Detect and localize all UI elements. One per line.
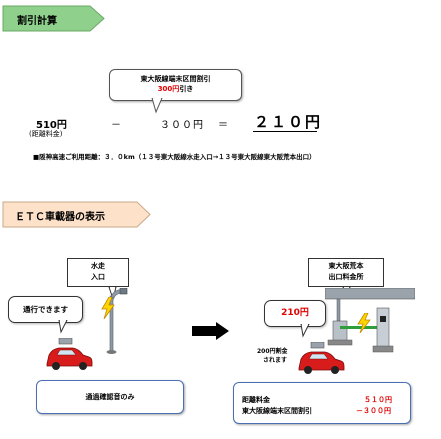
discount-note-line1: 200円割金 xyxy=(257,348,288,355)
result-value: ２１０円 xyxy=(254,113,323,131)
callout-line2: 300円引き xyxy=(110,84,241,94)
car-icon xyxy=(46,338,93,370)
distance-fee-caption: (距離料金) xyxy=(29,130,63,138)
entry-name: 水走 xyxy=(91,262,105,270)
section-header-discount-calc: 割引計算 xyxy=(2,5,105,32)
exit-fare-bubble: 210円 xyxy=(264,300,326,327)
discount-value: ３００円 xyxy=(160,120,204,131)
entry-status-text: 通行できます xyxy=(23,305,68,314)
exit-bubble-pointer xyxy=(300,324,310,338)
section-title: ＥＴＣ車載器の表示 xyxy=(15,212,105,223)
exit-fare-text: 210円 xyxy=(281,308,309,318)
antenna-pole-icon xyxy=(106,288,128,354)
section-header-etc-display: ＥＴＣ車載器の表示 xyxy=(2,201,151,228)
exit-name: 東大阪荒本 xyxy=(328,262,364,270)
entry-label-box: 水走 入口 xyxy=(67,258,129,287)
section-title: 割引計算 xyxy=(17,16,57,27)
callout-pointer xyxy=(151,98,163,114)
entry-panel-text: 通過確認音のみ xyxy=(85,393,135,401)
exit-panel-row1-value: ５１０円 xyxy=(364,396,392,404)
lightning-icon xyxy=(357,313,371,333)
distance-fee-value: 510円 xyxy=(36,120,67,131)
header-shape xyxy=(2,5,105,32)
discount-callout: 東大阪線端末区間割引 300円引き xyxy=(109,69,242,101)
discount-note-line2: されます xyxy=(263,357,288,364)
result-underline xyxy=(253,131,317,132)
callout-discount-amount: 300円 xyxy=(157,85,180,93)
callout-suffix: 引き xyxy=(179,85,194,93)
car-icon xyxy=(298,342,345,374)
minus-sign: － xyxy=(111,120,121,131)
entry-bubble-pointer xyxy=(58,320,68,334)
exit-panel-row1-label: 距離料金 xyxy=(242,396,270,404)
entry-type: 入口 xyxy=(91,273,105,281)
exit-type: 出口料金所 xyxy=(328,273,364,281)
route-note: ■阪神高速ご利用距離：３．０km（１３号東大阪線水走入口→１３号東大阪線東大阪荒… xyxy=(33,153,316,161)
equals-sign: ＝ xyxy=(218,120,228,131)
toll-gate-icon xyxy=(325,288,415,353)
lightning-icon xyxy=(101,297,115,319)
exit-label-box: 東大阪荒本 出口料金所 xyxy=(308,258,384,287)
right-arrow-icon xyxy=(192,322,229,340)
entry-etc-panel: 通過確認音のみ xyxy=(36,380,184,414)
exit-panel-row2-value: －３００円 xyxy=(356,407,391,415)
exit-panel-row2-label: 東大阪線端末区間割引 xyxy=(242,407,312,415)
entry-status-bubble: 通行できます xyxy=(8,296,83,323)
exit-etc-panel: 距離料金 ５１０円 東大阪線端末区間割引 －３００円 xyxy=(233,382,411,424)
header-shape xyxy=(2,201,151,228)
callout-line1: 東大阪線端末区間割引 xyxy=(140,75,211,83)
